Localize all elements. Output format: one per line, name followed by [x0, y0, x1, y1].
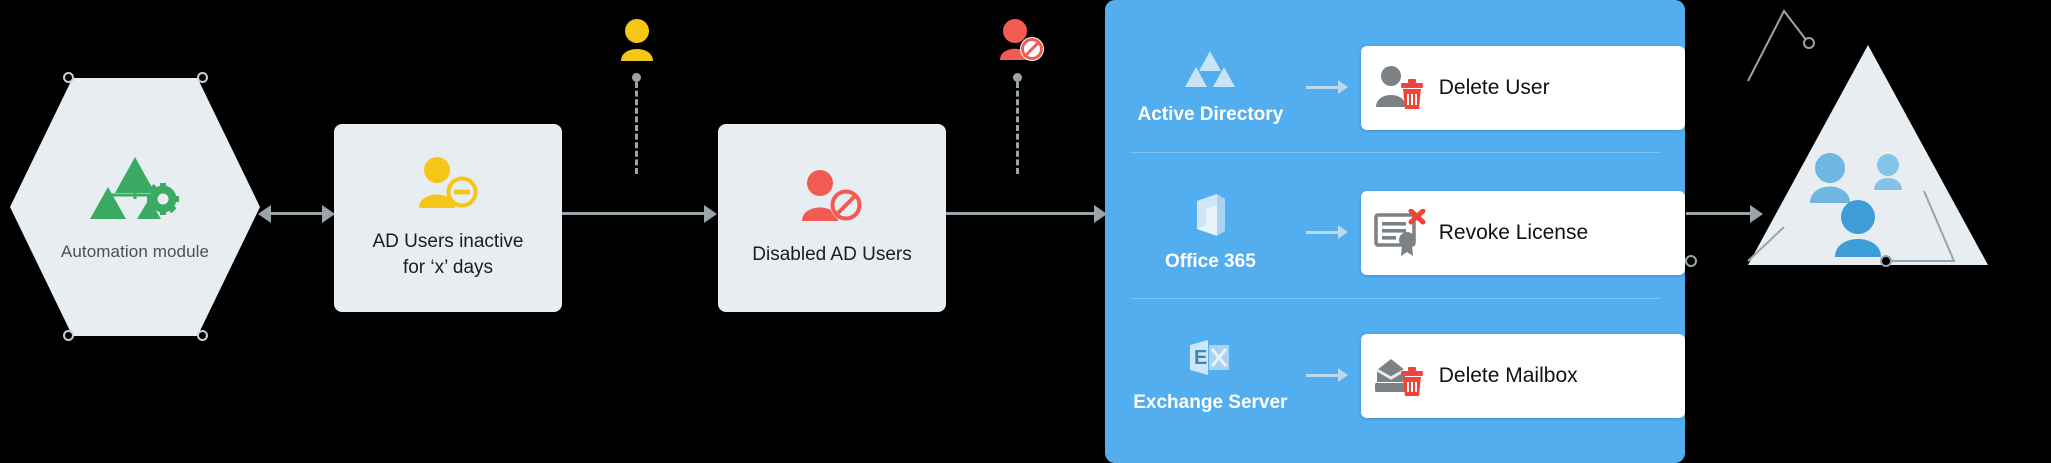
dashed-connector-disabled [1016, 82, 1019, 174]
arrow-shaft [1305, 230, 1340, 234]
action-label: Delete Mailbox [1438, 363, 1578, 387]
service-actions-panel: Active Directory [1105, 0, 1686, 463]
action-card-revoke-license[interactable]: Revoke License [1360, 190, 1686, 275]
arrow-head-right [1750, 205, 1763, 223]
service-name-label: Active Directory [1137, 104, 1284, 125]
service-exchange-server[interactable]: E Exchange Server [1117, 337, 1304, 414]
user-blocked-red-icon [1000, 19, 1044, 66]
user-blocked-icon [800, 169, 864, 228]
arrow-head-right [1337, 224, 1348, 239]
automation-module-node[interactable]: Automation module [10, 72, 260, 341]
service-row-office-365: Office 365 [1105, 160, 1686, 305]
service-row-active-directory: Active Directory [1105, 15, 1686, 160]
resize-handle-bottom-left[interactable] [1685, 255, 1697, 267]
arrow-head-right [1094, 205, 1107, 223]
connector-dot-inactive [632, 73, 641, 82]
node-disabled-ad-users-label: Disabled AD Users [752, 243, 912, 265]
service-active-directory[interactable]: Active Directory [1117, 49, 1304, 126]
node-ad-users-inactive[interactable]: AD Users inactive for ‘x’ days [334, 124, 562, 312]
service-arrow-office-365 [1304, 218, 1361, 248]
user-minus-icon [417, 156, 479, 215]
automation-hierarchy-gear-icon [89, 153, 181, 232]
resize-handle-bottom-left[interactable] [63, 330, 74, 341]
svg-text:E: E [1194, 347, 1207, 369]
action-label: Delete User [1438, 75, 1550, 99]
node-disabled-ad-users[interactable]: Disabled AD Users [718, 124, 946, 312]
arrow-head-right [704, 205, 717, 223]
resize-handle-top-right[interactable] [197, 72, 208, 83]
office-365-icon [1189, 192, 1231, 243]
action-card-delete-mailbox[interactable]: Delete Mailbox [1360, 333, 1686, 418]
users-group-triangle-icon [1748, 45, 1988, 265]
resize-handle-bottom-right[interactable] [197, 330, 208, 341]
arrow-hexagon-to-node1 [258, 205, 336, 223]
arrow-head-right [1337, 367, 1348, 382]
service-arrow-active-directory [1304, 73, 1361, 103]
result-user-group-node[interactable] [1685, 9, 1988, 267]
service-row-exchange-server: E Exchange Server [1105, 303, 1686, 448]
exchange-server-icon: E [1188, 337, 1232, 384]
panel-divider-1 [1130, 152, 1660, 153]
resize-handle-bottom-right[interactable] [1880, 255, 1892, 267]
automation-module-label: Automation module [60, 241, 210, 261]
user-yellow-icon [620, 19, 654, 66]
service-name-label: Exchange Server [1133, 392, 1288, 413]
selection-guides [1747, 9, 1956, 262]
action-card-delete-user[interactable]: Delete User [1360, 45, 1686, 130]
arrow-shaft [1305, 85, 1340, 89]
resize-handle-top-left[interactable] [63, 72, 74, 83]
hexagon-shape [10, 78, 260, 336]
arrow-shaft [1305, 373, 1340, 377]
arrow-panel-to-result [1686, 205, 1766, 223]
arrow-node2-to-panel [946, 205, 1108, 223]
arrow-shaft [1686, 212, 1752, 215]
certificate-revoke-icon [1361, 208, 1439, 257]
connector-dot-disabled [1013, 73, 1022, 82]
automation-module-content: Automation module [10, 78, 260, 336]
arrow-head-right [322, 205, 335, 223]
arrow-head-right [1337, 79, 1348, 94]
service-name-label: Office 365 [1164, 251, 1256, 272]
resize-handle-apex[interactable] [1803, 37, 1815, 49]
status-marker-inactive-user[interactable] [620, 18, 654, 67]
active-directory-icon [1184, 49, 1236, 96]
service-office-365[interactable]: Office 365 [1117, 192, 1304, 273]
status-marker-disabled-user[interactable] [1000, 18, 1044, 67]
service-arrow-exchange-server [1304, 361, 1361, 391]
arrow-head-left [258, 205, 271, 223]
action-label: Revoke License [1438, 220, 1589, 244]
arrow-shaft [946, 212, 1096, 215]
arrow-node1-to-node2 [562, 205, 718, 223]
user-delete-trash-icon [1361, 65, 1439, 111]
node-ad-users-inactive-label: AD Users inactive for ‘x’ days [372, 230, 524, 278]
arrow-shaft [270, 212, 324, 215]
panel-divider-2 [1130, 298, 1660, 299]
mailbox-delete-trash-icon [1361, 354, 1439, 398]
arrow-shaft [562, 212, 706, 215]
dashed-connector-inactive [635, 82, 638, 174]
